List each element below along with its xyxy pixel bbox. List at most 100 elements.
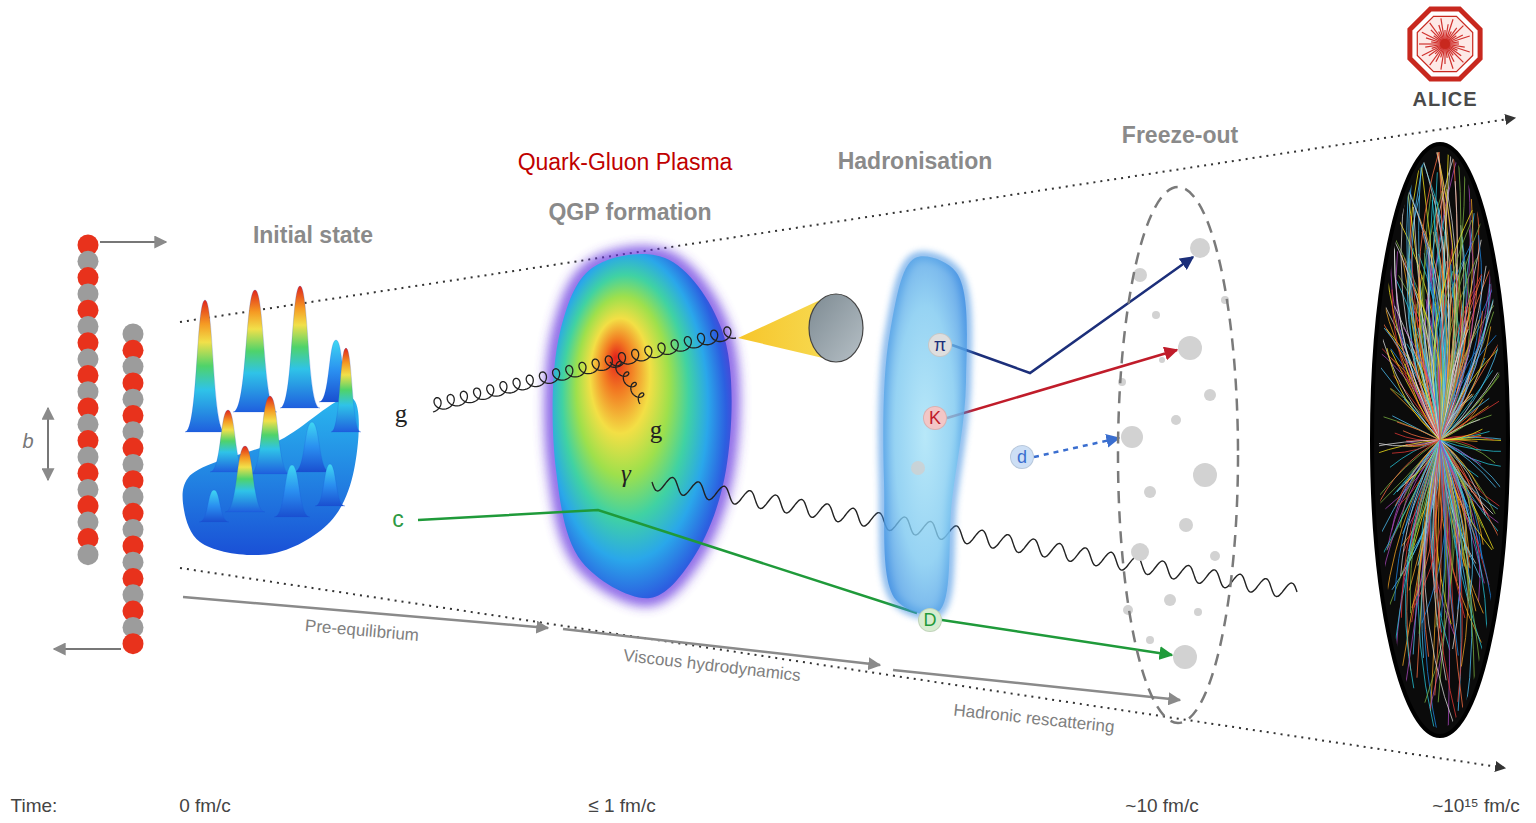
photon-wave (652, 477, 1297, 596)
initial-state-surface-part (185, 300, 225, 432)
jet-cone-part (809, 294, 863, 362)
jet-cone (738, 294, 863, 362)
event-display-part-part (1439, 249, 1452, 440)
event-display-part-part (1406, 440, 1440, 445)
hadronisation-blob (800, 148, 1030, 640)
gluon-label: g (650, 416, 663, 445)
freeze-out-ellipse-part (1123, 605, 1133, 615)
colliding-nuclei-part (123, 324, 144, 655)
initial-state-surface-part (280, 286, 320, 408)
initial-state-surface-part (294, 422, 330, 472)
stage-title: Hadronisation (838, 148, 993, 176)
event-display-part-part (1440, 440, 1496, 488)
phase-arrow-label: Pre-equilibrium (304, 616, 420, 645)
guide-lines-part (180, 118, 1515, 322)
event-display-part (1369, 114, 1512, 767)
freeze-out-ellipse-part (1173, 645, 1197, 669)
freeze-out-ellipse-part (1190, 238, 1210, 258)
freeze-out-ellipse-part (1193, 463, 1217, 487)
d-meson-track (942, 620, 1172, 655)
time-label: 0 fm/c (179, 795, 231, 817)
deuteron-particle: d (1010, 445, 1034, 469)
event-display-part-part (1418, 328, 1440, 440)
event-display-part-part (1410, 216, 1440, 440)
hadronisation-blob-part (911, 461, 925, 475)
colliding-nuclei-part-part (78, 544, 99, 565)
time-label: Time: (11, 795, 58, 817)
freeze-out-ellipse-part (1146, 636, 1154, 644)
freeze-out-ellipse-part (1131, 543, 1149, 561)
event-display-part-part (1370, 440, 1440, 448)
event-display-part-part (1440, 440, 1512, 452)
particle-symbol: D (924, 611, 937, 629)
time-label: ~10 fm/c (1125, 795, 1198, 817)
hadronisation-region: Hadronisation πK D (800, 148, 1030, 640)
gluon-lines-part (610, 361, 644, 404)
guide-lines-part (180, 568, 1505, 768)
event-display-part-part (1440, 440, 1460, 601)
particle-symbol: π (934, 336, 946, 354)
event-display-part-part (1440, 418, 1476, 440)
freeze-out-ellipse-part (1152, 311, 1160, 319)
freeze-out-ellipse-part (1204, 389, 1216, 401)
event-display-part-part (1377, 440, 1440, 446)
event-display-part-part (1440, 440, 1472, 758)
hadronisation-blob-part (883, 256, 967, 614)
colliding-nuclei-part (54, 648, 121, 650)
deuteron-track (1034, 438, 1119, 457)
event-display-part-part (1440, 429, 1482, 440)
time-label: ~10¹⁵ fm/c (1432, 795, 1520, 817)
phase-arrows (183, 597, 1180, 700)
event-display-part-part (1428, 247, 1440, 440)
particle-symbol: K (929, 409, 941, 427)
gluon-lines-part (433, 327, 736, 412)
qgp-fireball-part (553, 254, 732, 598)
alice-logo-part (1410, 9, 1480, 79)
gluon-lines (433, 327, 736, 412)
event-display-part-part (1440, 440, 1487, 698)
event-display-part-part (1406, 440, 1440, 683)
freeze-out-ellipse-part (1171, 415, 1181, 425)
initial-state-surface-part (225, 446, 265, 512)
freeze-out-ellipse-part (1133, 268, 1147, 282)
time-label: ≤ 1 fm/c (588, 795, 655, 817)
d-meson-particle: D (918, 608, 942, 632)
event-display (1369, 114, 1512, 767)
event-display-part-part (1440, 168, 1451, 440)
colliding-nuclei-part (78, 235, 99, 566)
freeze-out-ellipse-part (1164, 594, 1176, 606)
event-display-part-part (1440, 440, 1462, 609)
event-display-part-part (1422, 440, 1440, 658)
freeze-out-ellipse-part (1210, 551, 1220, 561)
charm-track (418, 510, 917, 613)
kaon-particle: K (923, 406, 947, 430)
phase-arrow-label: Viscous hydrodynamics (622, 646, 801, 686)
qgp-fireball-part (553, 254, 732, 598)
alice-logo-part (1417, 16, 1472, 71)
gluon-label: g (395, 400, 408, 429)
initial-state-surface-part (250, 396, 290, 474)
kaon-track (947, 350, 1177, 418)
event-display-part-part (1397, 440, 1440, 492)
photon-label: γ (621, 460, 631, 489)
colliding-nuclei-part-part (123, 633, 144, 654)
freeze-out-ellipse-part (1159, 357, 1165, 363)
alice-logo-part (1440, 39, 1450, 49)
stage-title: Initial state (253, 222, 373, 248)
freeze-out-ellipse-part (1194, 608, 1202, 616)
particle-symbol: d (1017, 448, 1027, 466)
freeze-out-ellipse-part (1118, 187, 1238, 723)
event-display-part-part (1440, 440, 1480, 578)
event-display-part-part (1440, 326, 1491, 440)
initial-state-surface-part (315, 464, 345, 506)
freeze-out-ellipse-part (1178, 336, 1202, 360)
freeze-out-ellipse-part (1121, 426, 1143, 448)
freeze-out-ellipse-part (1179, 518, 1193, 532)
phase-arrow-label: Hadronic rescattering (953, 701, 1116, 737)
event-display-part-part (1440, 284, 1490, 440)
impact-parameter-arrow (47, 408, 49, 480)
charm-quark-label: c (392, 506, 404, 532)
